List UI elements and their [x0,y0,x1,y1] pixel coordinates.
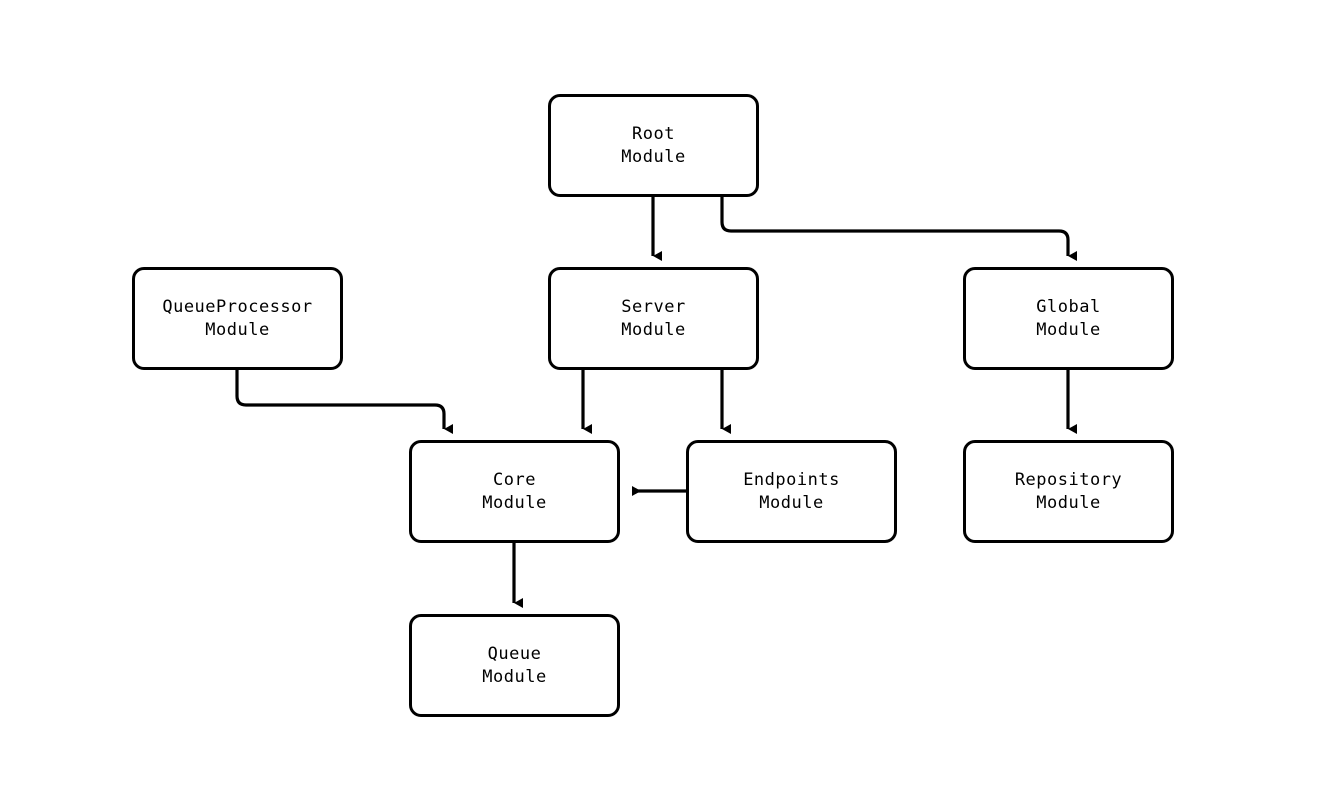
server-module[interactable]: Server Module [548,267,759,370]
queueprocessor-module-label-line2: Module [205,319,270,340]
edge-root-to-global [720,197,1077,261]
endpoints-module-label-line1: Endpoints [743,469,840,490]
repository-module[interactable]: Repository Module [963,440,1174,543]
root-module[interactable]: Root Module [548,94,759,197]
repository-module-label-line2: Module [1036,492,1101,513]
server-module-label-line1: Server [621,296,686,317]
server-module-label-line2: Module [621,319,686,340]
root-module-label-line1: Root [632,123,675,144]
core-module[interactable]: Core Module [409,440,620,543]
queue-module[interactable]: Queue Module [409,614,620,717]
repository-module-label-line1: Repository [1014,469,1123,490]
edge-queueprocessor-to-core [235,370,453,434]
core-module-label-line1: Core [493,469,536,490]
global-module[interactable]: Global Module [963,267,1174,370]
endpoints-module[interactable]: Endpoints Module [686,440,897,543]
queue-module-label-line2: Module [482,666,547,687]
endpoints-module-label-line2: Module [759,492,824,513]
core-module-label-line2: Module [482,492,547,513]
queueprocessor-module[interactable]: QueueProcessor Module [132,267,343,370]
queueprocessor-module-label-line1: QueueProcessor [162,296,313,317]
root-module-label-line2: Module [621,146,686,167]
queue-module-label-line1: Queue [487,643,542,664]
global-module-label-line1: Global [1036,296,1101,317]
global-module-label-line2: Module [1036,319,1101,340]
